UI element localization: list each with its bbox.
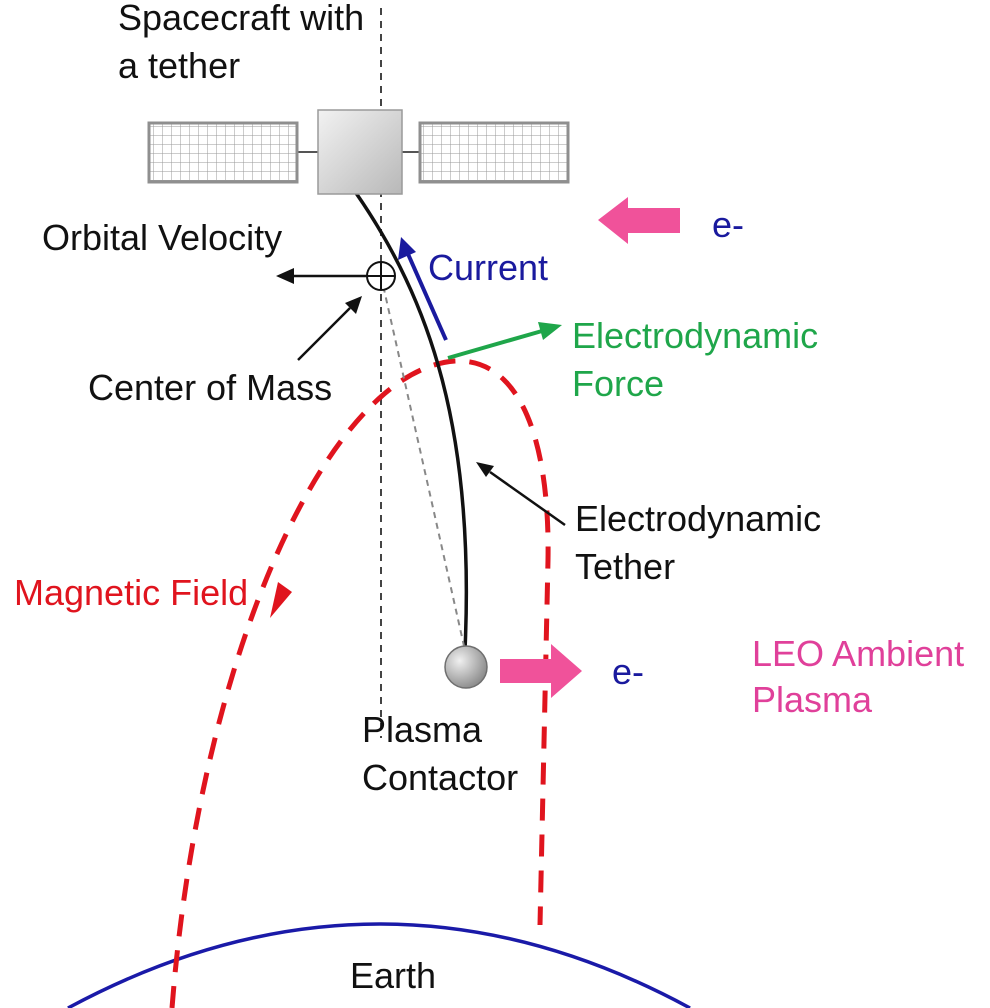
sphere-icon — [444, 645, 488, 689]
earth-label: Earth — [350, 955, 437, 996]
electrodynamic-force-arrow — [447, 329, 543, 360]
plasma-label-line2: Plasma — [752, 679, 873, 720]
spacecraft-label-line1: Spacecraft with — [118, 0, 365, 38]
center-of-mass-pointer-arrowhead-icon — [345, 296, 362, 314]
contactor-label-line1: Plasma — [362, 709, 483, 750]
center-of-mass-label: Center of Mass — [88, 367, 333, 408]
plasma-label-line1: LEO Ambient — [752, 633, 965, 674]
solar-panel-right — [418, 121, 570, 184]
current-arrowhead-icon — [398, 237, 416, 260]
electron-label-bottom: e- — [612, 651, 645, 692]
orbital-velocity-label: Orbital Velocity — [42, 217, 283, 258]
tether-line — [354, 192, 469, 651]
solar-panel-left — [147, 121, 299, 184]
tether-pointer — [489, 470, 566, 527]
tether-label-line1: Electrodynamic — [575, 498, 822, 539]
center-of-mass-guide-line — [380, 275, 465, 647]
force-label-line2: Force — [572, 363, 665, 404]
electrodynamic-force-arrowhead-icon — [538, 322, 562, 340]
tether-label-line2: Tether — [575, 546, 676, 587]
contactor-label-line2: Contactor — [362, 757, 519, 798]
tether-pointer-arrowhead-icon — [476, 462, 494, 477]
force-label-line1: Electrodynamic — [572, 315, 819, 356]
center-of-mass-pointer — [297, 307, 351, 361]
magnetic-field-label: Magnetic Field — [14, 572, 249, 613]
crossed-circle-icon — [366, 261, 396, 291]
current-arrow — [406, 253, 448, 341]
current-label: Current — [428, 247, 549, 288]
orbital-velocity-arrowhead-icon — [276, 268, 294, 284]
earth-surface — [67, 922, 691, 1008]
spacecraft-label-line2: a tether — [118, 45, 241, 86]
satellite-icon — [147, 109, 570, 195]
magnetic-field-line — [169, 358, 551, 1008]
spacecraft-body — [317, 109, 403, 195]
electron-label-top: e- — [712, 204, 745, 245]
electron-arrow-right-icon — [500, 644, 582, 698]
electron-arrow-left-icon — [598, 197, 680, 244]
magnetic-field-arrowhead-icon — [270, 582, 292, 618]
